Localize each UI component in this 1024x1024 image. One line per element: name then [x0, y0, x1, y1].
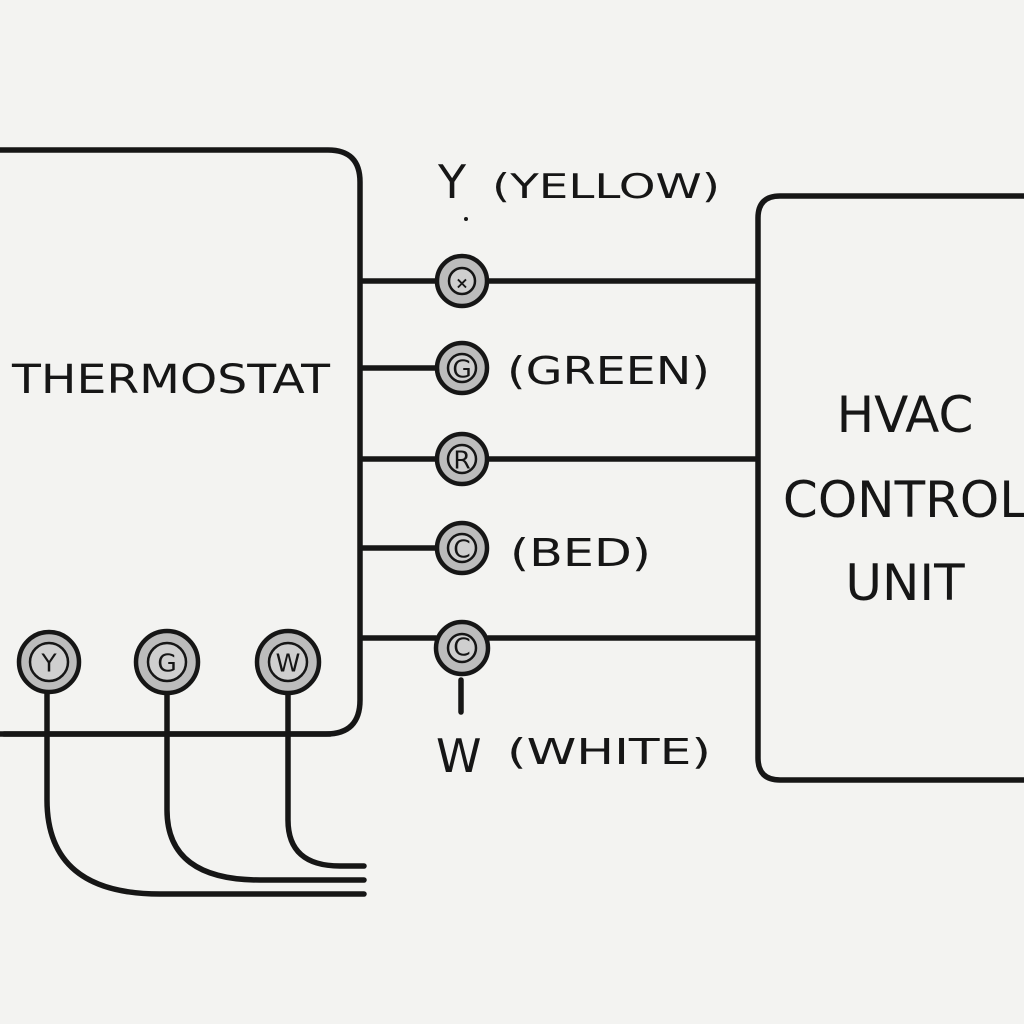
connector-row-4: C — [434, 520, 490, 576]
cable-g — [164, 691, 367, 883]
stray-dot — [464, 217, 468, 221]
connector-mark-x: × — [455, 274, 468, 293]
terminal-core — [267, 641, 309, 683]
label-white: (WHITE) — [507, 732, 711, 773]
connector-letter-c: C — [453, 633, 470, 662]
label-bed: (BED) — [510, 531, 651, 575]
connector-row-3: R — [434, 431, 490, 487]
connector-row-5: C — [433, 619, 491, 677]
thermostat-terminal-g: G — [133, 628, 201, 696]
connector-core — [447, 266, 477, 296]
thermostat-terminal-w: W — [254, 628, 322, 696]
thermostat-terminal-y: Y — [16, 629, 82, 695]
hvac-title-line-3: UNIT — [845, 554, 965, 612]
connector-core — [446, 632, 478, 664]
connector-core — [446, 532, 478, 564]
connector-row-1: × — [434, 253, 490, 309]
terminal-core — [28, 641, 70, 683]
connector-core — [446, 443, 478, 475]
label-yellow: (YELLOW) — [492, 167, 720, 207]
cable-w — [285, 691, 367, 869]
terminal-letter: Y — [40, 649, 57, 678]
terminal-letter: W — [276, 649, 301, 678]
connector-letter-g: G — [452, 355, 471, 384]
label-yellow-letter: Y — [437, 155, 467, 209]
connector-letter-c: C — [453, 535, 470, 564]
label-green: (GREEN) — [507, 349, 710, 393]
terminal-core — [146, 641, 188, 683]
hvac-title-line-1: HVAC — [837, 386, 974, 444]
thermostat-title: THERMOSTAT — [11, 357, 331, 403]
hvac-control-unit-box — [755, 193, 1024, 783]
connector-core — [446, 352, 478, 384]
terminal-letter: G — [157, 649, 176, 678]
cable-y — [44, 690, 367, 897]
label-white-letter: W — [436, 729, 481, 783]
connector-row-2: G — [434, 340, 490, 396]
hvac-title-line-2: CONTROL — [783, 471, 1024, 529]
connector-letter-r: R — [453, 446, 470, 475]
thermostat-box — [0, 147, 363, 737]
